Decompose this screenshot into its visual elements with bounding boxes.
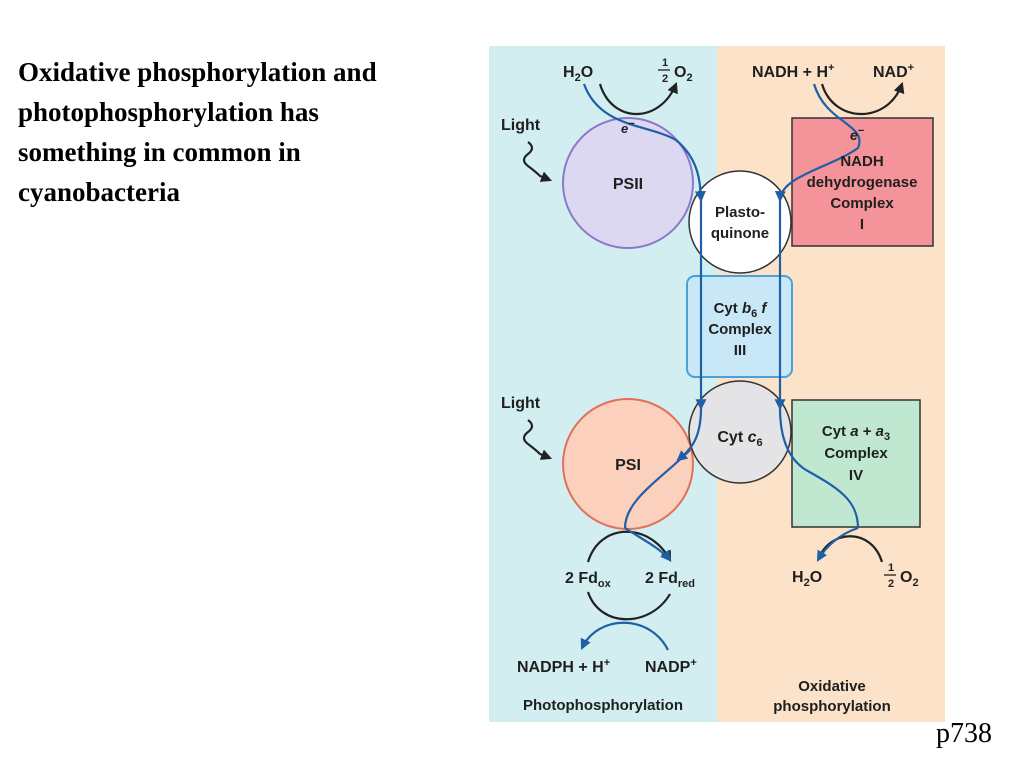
nadh-oxidation-arrow	[820, 81, 905, 116]
nadp-label: NADP+	[645, 657, 697, 676]
cyt-b6f-label-line1: Cyt b6 f	[714, 300, 769, 320]
complex-i-box	[791, 117, 934, 247]
complex-i-label-line4: I	[860, 216, 864, 233]
psii-to-plastoquinone-flow	[582, 83, 706, 203]
water-label-oxid: H2O	[792, 569, 822, 589]
complex-iv-label-line3: IV	[849, 467, 863, 484]
oxidative-panel-label-line2: phosphorylation	[773, 698, 891, 715]
cyt-b6f-label-line2: Complex	[708, 321, 772, 338]
psi-to-fd-flow	[623, 449, 691, 529]
complex-i-label-line2: dehydrogenase	[807, 174, 918, 191]
oxidative-panel-label-line1: Oxidative	[798, 678, 866, 695]
nadp-reduction-arrow	[580, 621, 669, 651]
fd-reduction-arrow	[586, 530, 672, 563]
page-reference: p738	[936, 718, 992, 749]
fd-red-label: 2 Fdred	[645, 570, 695, 590]
light-squiggle-bottom	[522, 419, 553, 460]
plastoquinone-circle	[688, 170, 792, 274]
electron-label-photo: e−	[621, 118, 635, 136]
svg-text:2: 2	[888, 578, 894, 590]
nadph-label: NADPH + H+	[517, 657, 610, 676]
cyt-c6-label: Cyt c6	[717, 429, 762, 449]
complex-i-to-plastoquinone-flow	[774, 83, 861, 203]
psii-label: PSII	[613, 176, 643, 193]
fd-reoxidation-arrow	[586, 591, 671, 621]
light-squiggle-top	[522, 141, 553, 182]
svg-text:1: 1	[662, 57, 668, 69]
fd-ox-label: 2 Fdox	[565, 570, 612, 590]
photophosphorylation-panel-label: Photophosphorylation	[523, 697, 683, 714]
water-label-photo: H2O	[563, 64, 593, 84]
svg-text:O2: O2	[900, 569, 919, 589]
complex-iv-box	[791, 399, 921, 528]
cyt-b6f-box	[686, 275, 793, 378]
complex-i-label-line3: Complex	[830, 195, 894, 212]
svg-text:2: 2	[662, 73, 668, 85]
slide-heading: Oxidative phosphorylation and photophosp…	[18, 57, 377, 207]
svg-text:1: 1	[888, 562, 894, 574]
water-oxidation-arrow	[598, 81, 678, 116]
light-label-top: Light	[501, 117, 541, 134]
fd-blue-arrow	[624, 527, 672, 562]
half-oxygen-label-oxid: 1 2 O2	[884, 562, 919, 590]
light-label-bottom: Light	[501, 395, 541, 412]
plastoquinone-label-line2: quinone	[711, 225, 769, 242]
electron-label-oxid: e−	[850, 125, 865, 143]
complex-i-label-line1: NADH	[840, 153, 883, 170]
complex-iv-label-line2: Complex	[824, 445, 888, 462]
nadh-label: NADH + H+	[752, 62, 834, 81]
half-oxygen-label-photo: 1 2 O2	[658, 57, 693, 85]
psii-circle	[562, 117, 694, 249]
svg-text:O2: O2	[674, 64, 693, 84]
plastoquinone-label-line1: Plasto-	[715, 204, 765, 221]
complex-iv-label-line1: Cyt a + a3	[822, 423, 890, 443]
psi-label: PSI	[615, 457, 641, 474]
oxygen-blue-arrow	[816, 526, 859, 562]
cyt-c6-circle	[688, 380, 792, 484]
nad-label: NAD+	[873, 62, 914, 81]
cyt-b6f-label-line3: III	[734, 342, 747, 359]
cyt-c6-to-complex-iv-flow	[778, 407, 860, 529]
